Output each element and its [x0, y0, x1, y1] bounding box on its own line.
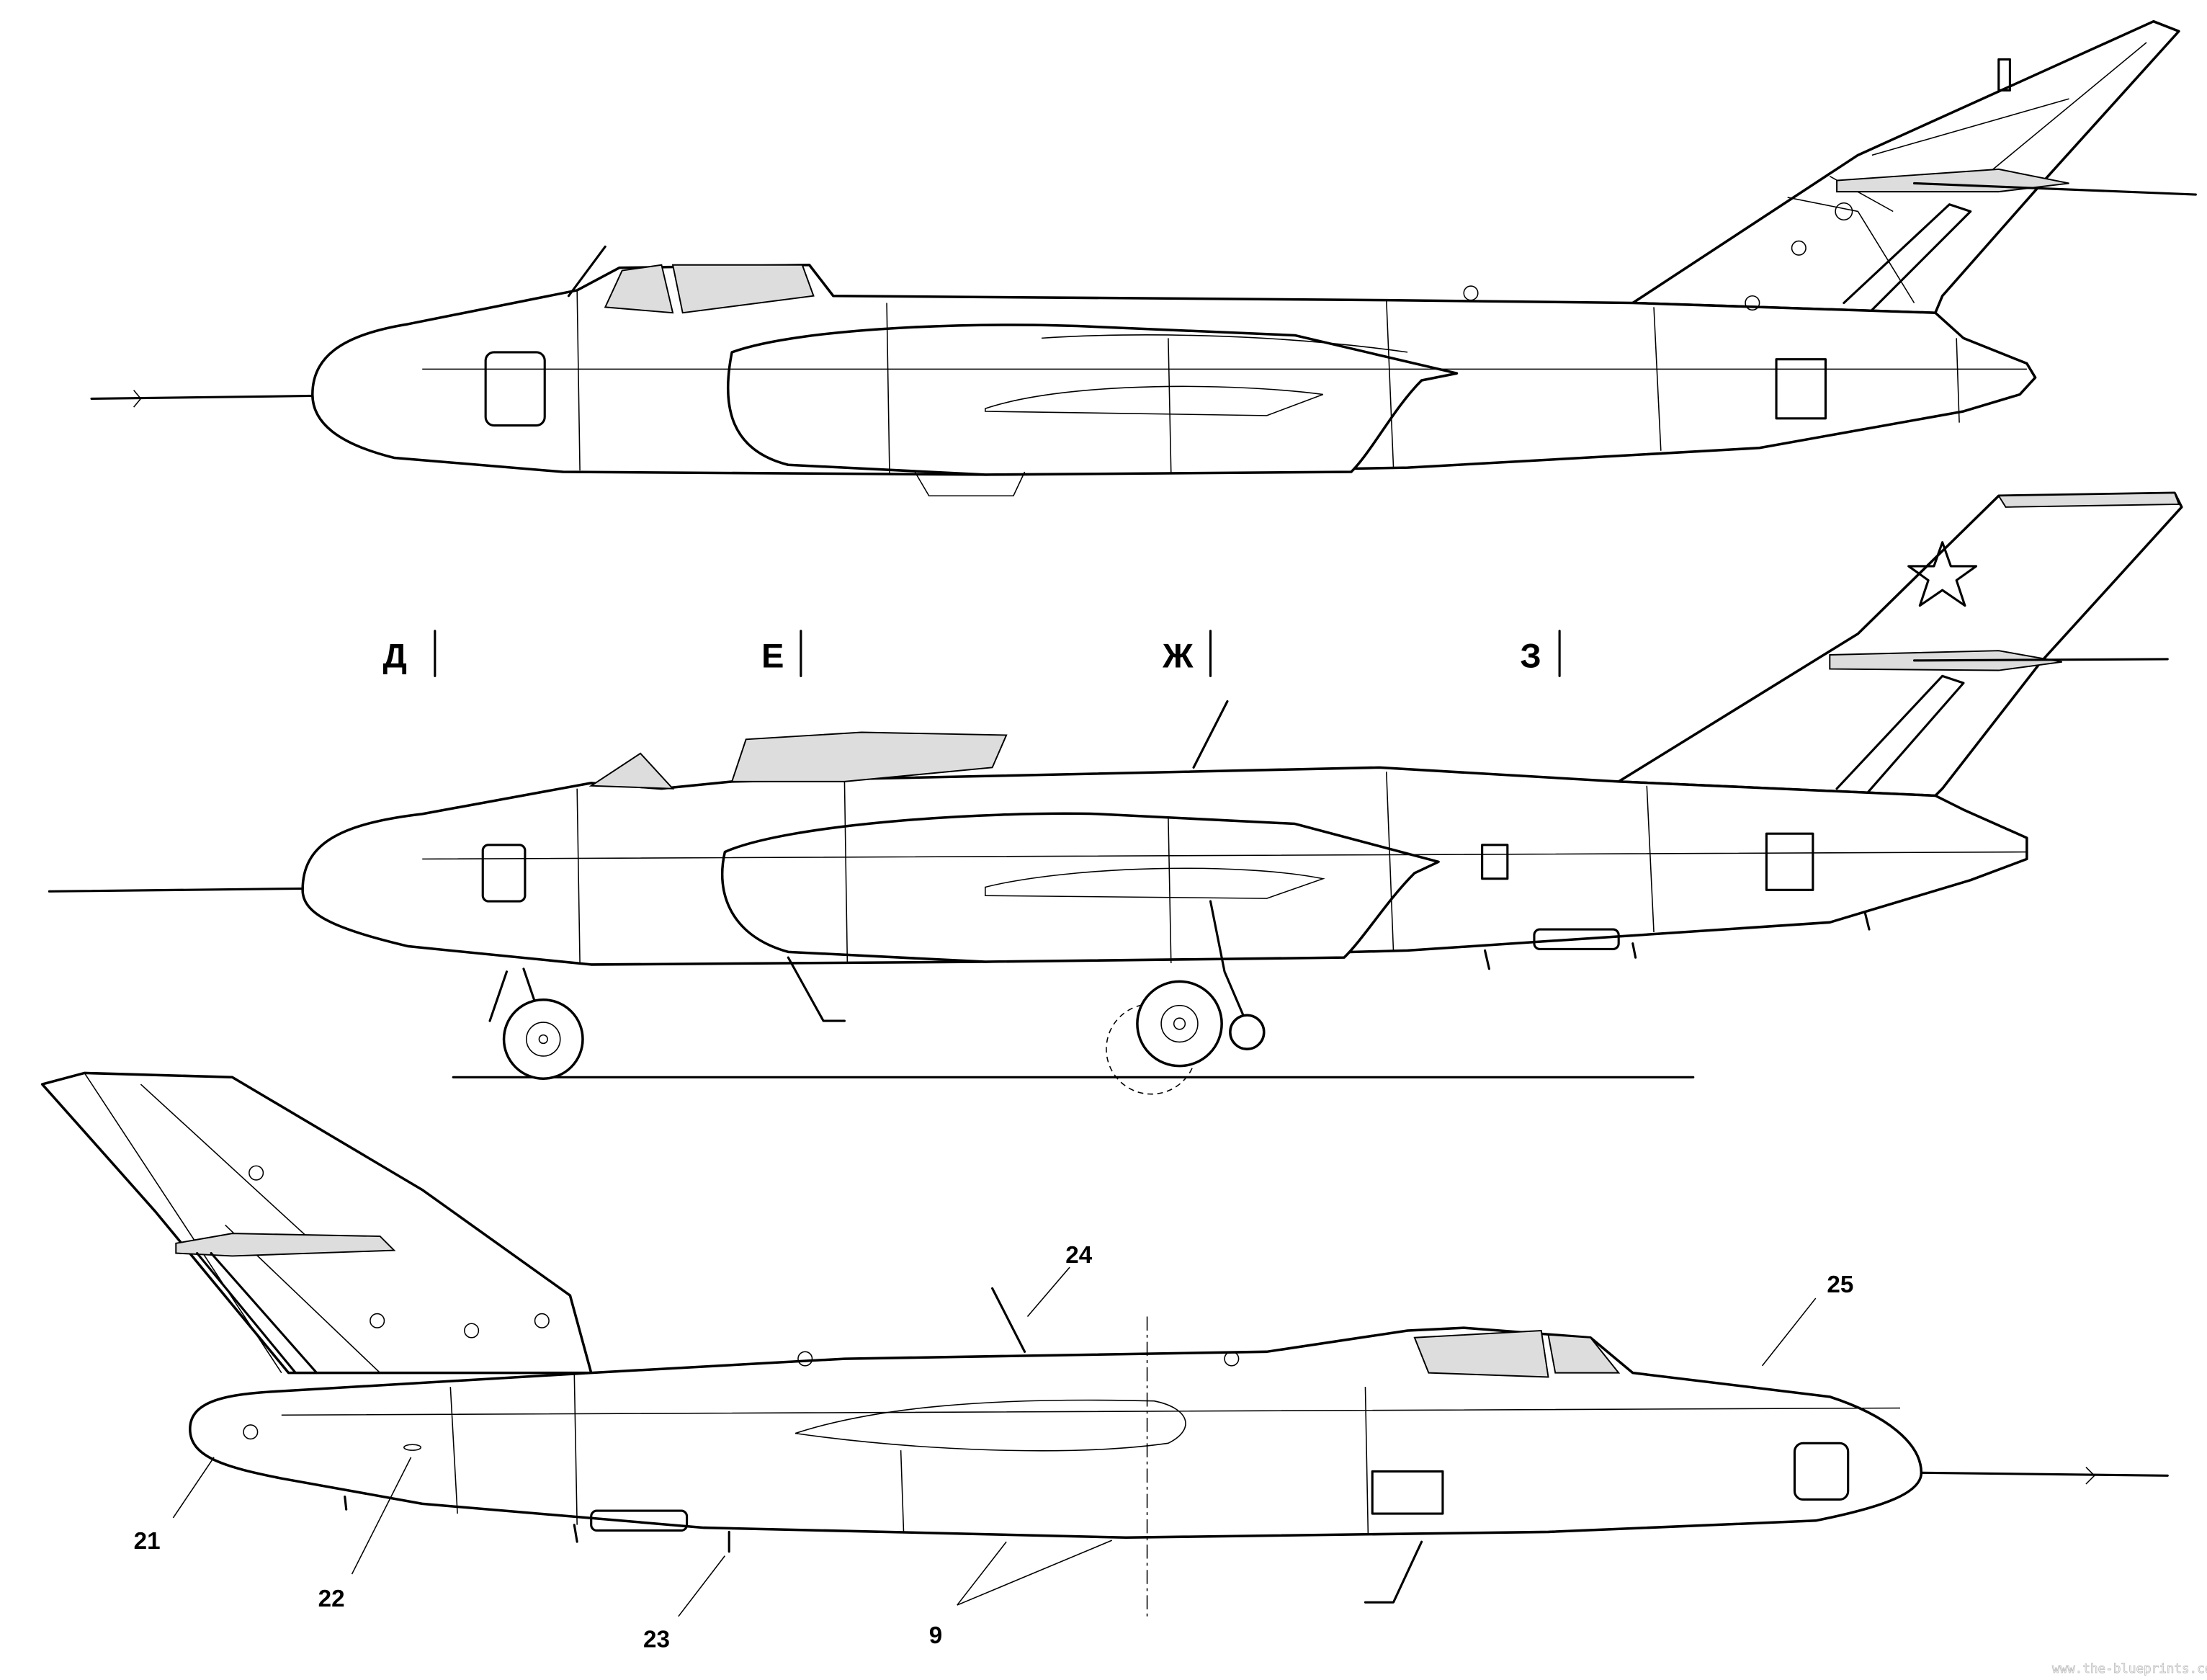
- outrigger-wheel: [1229, 1014, 1266, 1050]
- star-insignia-icon: [1907, 541, 1978, 607]
- nose-wheel: [502, 998, 584, 1080]
- section-label-z: З: [1520, 638, 1541, 675]
- aircraft-side-view-top: [90, 19, 2197, 497]
- callout-21: 21: [134, 1528, 161, 1555]
- watermark: www.the-blueprints.com: [2052, 1662, 2207, 1676]
- section-markers: Д Е Ж З: [383, 630, 1561, 677]
- aircraft-side-view-bottom: [40, 1071, 2169, 1619]
- section-label-zh: Ж: [1162, 638, 1194, 675]
- section-label-e: Е: [761, 638, 784, 675]
- callout-23: 23: [643, 1627, 670, 1653]
- callout-25: 25: [1827, 1272, 1853, 1298]
- aircraft-side-view-middle: [48, 491, 2183, 1095]
- callout-24: 24: [1065, 1242, 1092, 1269]
- main-wheel: [1136, 980, 1223, 1068]
- callout-22: 22: [318, 1586, 345, 1612]
- antenna-mast: [991, 1287, 1026, 1353]
- section-label-d: Д: [383, 638, 407, 675]
- callout-9: 9: [929, 1622, 942, 1649]
- callouts: 21 22 23 9 24 25: [134, 1242, 1854, 1653]
